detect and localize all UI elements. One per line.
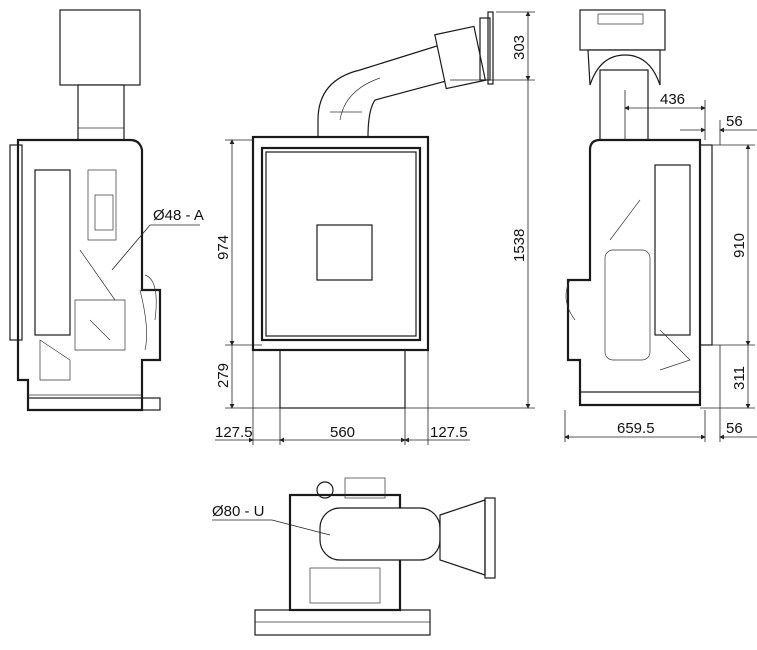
dim-frame-height: 910 xyxy=(731,233,748,258)
dim-left-margin: 127.5 xyxy=(215,424,253,441)
left-side-view: Ø48 - A xyxy=(9,9,204,412)
front-view: 303 1538 974 279 127.5 560 127.5 xyxy=(215,11,535,445)
flue-outlet-label: Ø80 - U xyxy=(212,503,265,520)
flue-elbow xyxy=(317,44,451,138)
dim-bottom-height: 311 xyxy=(731,366,748,390)
stove-body-side xyxy=(16,138,162,412)
right-side-view: 436 56 910 311 659.5 56 xyxy=(564,9,757,442)
fire-window xyxy=(316,224,373,281)
flue-pipe-top xyxy=(319,507,441,561)
dim-right-margin: 127.5 xyxy=(430,424,468,441)
dim-base-width: 560 xyxy=(330,424,355,441)
top-view: Ø80 - U xyxy=(212,477,496,636)
dim-glass-height: 974 xyxy=(215,235,232,260)
flue-pipe xyxy=(77,84,125,141)
dim-top-frame: 56 xyxy=(726,113,743,130)
stove-top-base xyxy=(254,609,431,636)
dim-flue-offset: 436 xyxy=(660,91,685,108)
stove-body-right xyxy=(566,138,702,407)
dim-depth: 659.5 xyxy=(617,420,655,437)
dim-total-height: 1538 xyxy=(511,229,528,262)
flue-pipe-right xyxy=(599,69,649,141)
dim-base-height: 279 xyxy=(215,363,232,388)
dim-flue-height: 303 xyxy=(511,35,528,60)
flue-box xyxy=(59,9,141,86)
flue-box-right xyxy=(579,9,666,51)
stove-front xyxy=(251,135,430,352)
stove-base xyxy=(279,349,406,409)
dim-bottom-frame: 56 xyxy=(726,420,743,437)
air-inlet-label: Ø48 - A xyxy=(153,207,204,224)
glass-door xyxy=(260,146,422,342)
